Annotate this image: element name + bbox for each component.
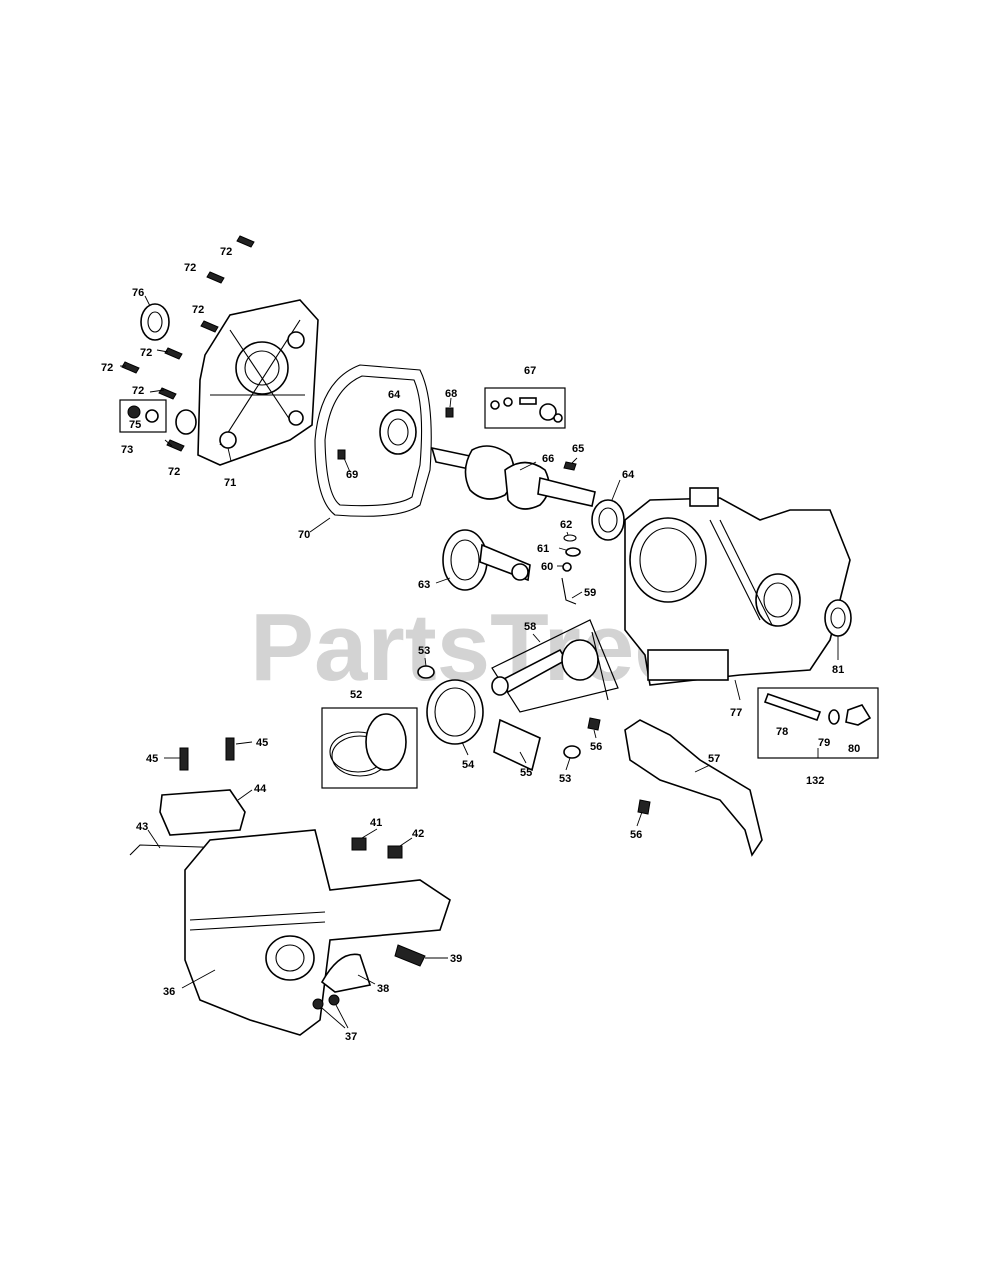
label-36: 36 <box>163 986 175 998</box>
label-42: 42 <box>412 828 424 840</box>
part-61-washer <box>565 547 581 557</box>
part-80-nut <box>845 704 872 726</box>
label-60: 60 <box>541 561 553 573</box>
label-80: 80 <box>848 743 860 755</box>
part-42-bolt <box>387 845 403 859</box>
label-37: 37 <box>345 1031 357 1043</box>
label-76: 76 <box>132 287 144 299</box>
label-68: 68 <box>445 388 457 400</box>
callout-labels: 72 72 76 72 72 72 72 75 73 72 71 64 68 6… <box>101 246 860 1043</box>
label-72-e: 72 <box>101 362 113 374</box>
part-58-conrod-box <box>491 619 619 713</box>
part-57-bracket <box>624 719 763 857</box>
part-39-bolt <box>394 944 426 967</box>
label-79: 79 <box>818 737 830 749</box>
label-81: 81 <box>832 664 844 676</box>
part-64-bearing-left <box>379 409 417 455</box>
part-38-handle <box>320 953 372 993</box>
part-72-bolts <box>121 235 255 452</box>
part-45-bolt-a <box>179 747 189 771</box>
part-68-dowel-pin <box>445 407 454 418</box>
label-45-a: 45 <box>146 753 158 765</box>
part-55-piston-pin <box>493 718 541 772</box>
label-44: 44 <box>254 783 267 795</box>
part-62-spring <box>563 534 577 542</box>
label-77: 77 <box>730 707 742 719</box>
label-52: 52 <box>350 689 362 701</box>
part-52-piston-rings <box>329 713 407 777</box>
label-132: 132 <box>806 775 824 787</box>
part-54-piston <box>426 679 484 745</box>
part-52-rings-box <box>321 707 418 789</box>
part-73-75-kit-box <box>119 399 167 433</box>
label-54: 54 <box>462 759 475 771</box>
part-53-circlip-a <box>417 665 435 679</box>
part-63-camshaft <box>442 529 531 591</box>
part-44-ignition-coil <box>159 789 246 836</box>
label-41: 41 <box>370 817 382 829</box>
part-64-bearing-right <box>591 499 625 541</box>
part-60-clip <box>562 562 572 572</box>
part-77-engine-block <box>624 487 851 686</box>
part-59-governor-arm <box>561 577 577 605</box>
part-43-ground-wire <box>129 844 231 856</box>
label-57: 57 <box>708 753 720 765</box>
label-78: 78 <box>776 726 788 738</box>
label-63: 63 <box>418 579 430 591</box>
part-79-washer <box>828 709 840 725</box>
part-67-governor-box <box>484 387 566 429</box>
part-69-dowel-pin <box>337 449 346 460</box>
part-56-bolt-b <box>637 799 651 815</box>
label-61: 61 <box>537 543 549 555</box>
part-53-circlip-b <box>563 745 581 759</box>
part-41-bushing <box>351 837 367 851</box>
label-66: 66 <box>542 453 554 465</box>
part-36-blower-housing <box>184 829 451 1036</box>
label-70: 70 <box>298 529 310 541</box>
label-64-b: 64 <box>622 469 635 481</box>
label-55: 55 <box>520 767 532 779</box>
label-43: 43 <box>136 821 148 833</box>
part-73-75-drain-plug <box>127 405 159 423</box>
label-53-a: 53 <box>418 645 430 657</box>
label-56-b: 56 <box>630 829 642 841</box>
label-56-a: 56 <box>590 741 602 753</box>
label-75: 75 <box>129 419 141 431</box>
part-81-oil-seal <box>824 599 852 637</box>
label-73: 73 <box>121 444 133 456</box>
part-37-nut-b <box>328 994 340 1006</box>
label-71: 71 <box>224 477 236 489</box>
label-64-a: 64 <box>388 389 401 401</box>
label-72-g: 72 <box>168 466 180 478</box>
part-78-stud <box>763 692 822 722</box>
part-37-nut-a <box>312 998 324 1010</box>
label-72-d: 72 <box>140 347 152 359</box>
label-39: 39 <box>450 953 462 965</box>
label-72-a: 72 <box>220 246 232 258</box>
part-65-key <box>563 461 577 471</box>
label-72-c: 72 <box>192 304 204 316</box>
label-72-f: 72 <box>132 385 144 397</box>
leader-lines <box>120 295 839 1029</box>
part-67-governor <box>490 397 563 423</box>
label-67: 67 <box>524 365 536 377</box>
label-65: 65 <box>572 443 584 455</box>
part-45-bolt-b <box>225 737 235 761</box>
part-71-crankcase-cover <box>175 299 319 466</box>
part-70-gasket <box>314 364 432 517</box>
label-58: 58 <box>524 621 536 633</box>
label-72-b: 72 <box>184 262 196 274</box>
label-53-b: 53 <box>559 773 571 785</box>
part-58-connecting-rod <box>491 631 609 701</box>
label-38: 38 <box>377 983 389 995</box>
label-62: 62 <box>560 519 572 531</box>
label-69: 69 <box>346 469 358 481</box>
part-76-oil-seal <box>140 303 170 341</box>
label-59: 59 <box>584 587 596 599</box>
part-56-bolt-a <box>587 717 601 731</box>
label-45-b: 45 <box>256 737 268 749</box>
part-66-crankshaft <box>430 445 596 510</box>
